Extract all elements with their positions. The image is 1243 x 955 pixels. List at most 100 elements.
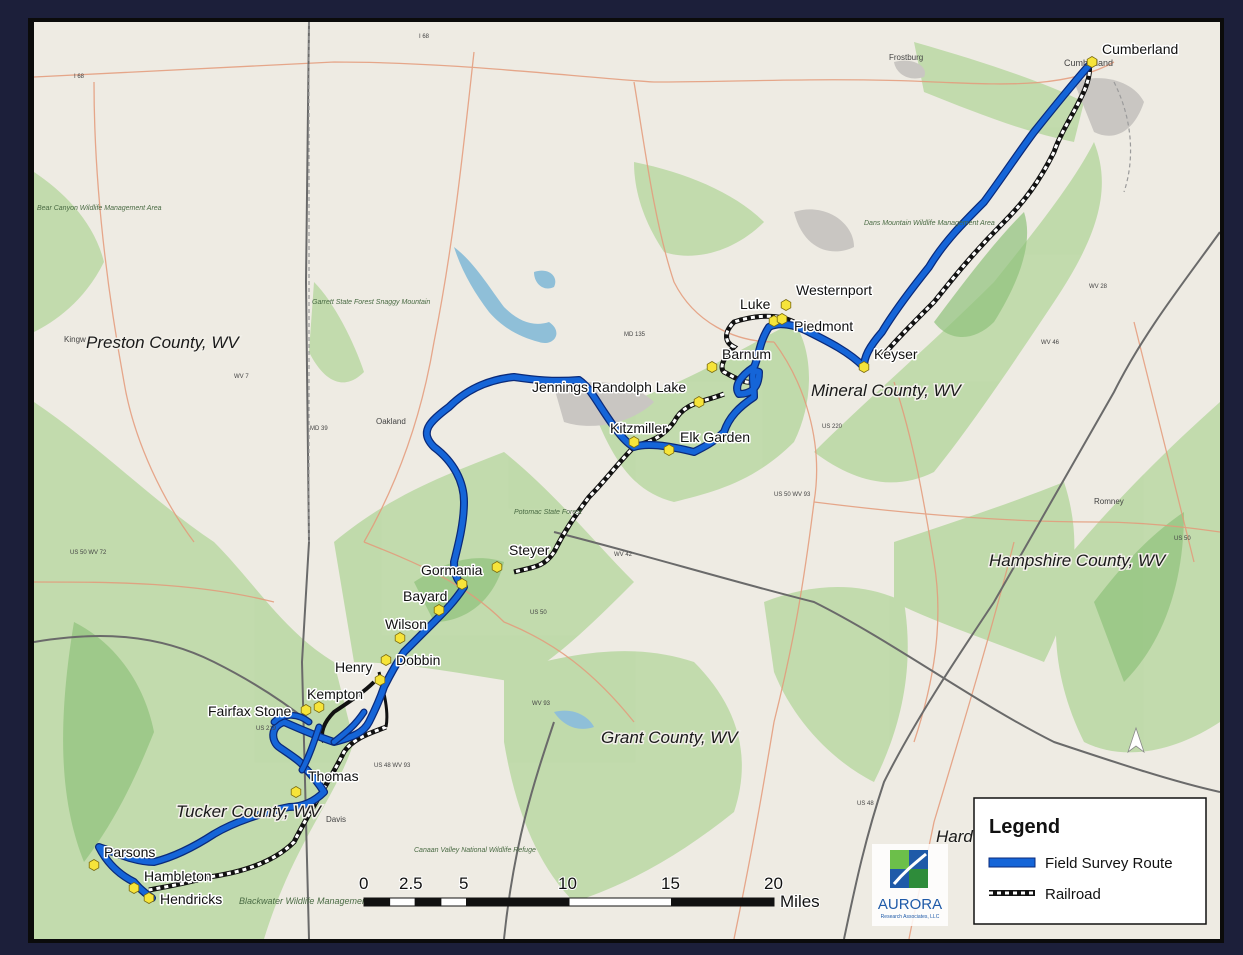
town-label-keyser[interactable]: Keyser [873,345,920,364]
label-us50-a: US 50 [530,610,547,616]
town-label-steyer[interactable]: Steyer [508,541,552,560]
town-label-piedmont[interactable]: Piedmont [793,317,855,336]
label-bear-canyon: Bear Canyon Wildlife Management Area [37,205,162,212]
label-us50-b: US 50 [1174,536,1191,542]
town-point-dobbin[interactable] [380,654,392,666]
town-point-thomas[interactable] [290,786,302,798]
scale-bar: 0 2.5 5 10 15 20 Miles [358,873,821,912]
label-us219: US 219 [256,726,277,732]
legend-route-swatch [988,857,1036,868]
label-canaan: Canaan Valley National Wildlife Refuge [414,847,536,854]
town-label-fairfax-stone[interactable]: Fairfax Stone [207,702,293,721]
scale-tick-2-5: 2.5 [399,874,423,893]
county-labels: Preston County, WV Mineral County, WV Ha… [85,332,1169,848]
label-garrett: Garrett State Forest Snaggy Mountain [312,299,430,306]
scale-segment [466,897,570,907]
town-point-wilson[interactable] [394,632,406,644]
town-point-kempton[interactable] [313,701,325,713]
town-label-kempton[interactable]: Kempton [306,685,365,704]
water-bodies [454,247,594,729]
scale-unit: Miles [780,892,820,911]
legend-rail-label: Railroad [1045,886,1101,903]
town-label-dobbin[interactable]: Dobbin [395,651,442,670]
label-i68-a: I 68 [74,74,85,80]
legend-title: Legend [989,816,1060,838]
town-points [88,56,1098,904]
town-point-steyer[interactable] [491,561,503,573]
county-tucker: Tucker County, WV [176,802,323,821]
label-us50-wv72: US 50 WV 72 [70,550,107,556]
county-preston: Preston County, WV [86,333,240,352]
town-point-kitzmiller[interactable] [628,436,640,448]
town-label-hambleton[interactable]: Hambleton [143,867,214,886]
label-oakland: Oakland [376,417,406,426]
town-point-westernport[interactable] [780,299,792,311]
label-kingwood: Kingw [64,335,86,344]
county-grant: Grant County, WV [601,728,739,747]
label-us50-wv93: US 50 WV 93 [774,492,811,498]
town-label-elk-garden[interactable]: Elk Garden [679,428,752,447]
town-point-fairfax-stone[interactable] [300,704,312,716]
label-us220: US 220 [822,424,843,430]
county-mineral: Mineral County, WV [811,381,963,400]
label-dans-mountain: Dans Mountain Wildlife Management Area [864,220,995,227]
roads [34,51,1220,939]
label-wv42: WV 42 [614,552,633,558]
county-hampshire: Hampshire County, WV [989,551,1167,570]
town-label-wilson[interactable]: Wilson [384,615,429,634]
scale-segment [389,897,416,907]
town-label-westernport[interactable]: Westernport [795,281,874,300]
town-label-parsons[interactable]: Parsons [103,843,157,862]
town-point-jennings-randolph-lake[interactable] [693,396,705,408]
town-point-hendricks[interactable] [143,892,155,904]
label-us48: US 48 [857,801,874,807]
field-survey-route [95,58,1096,902]
aurora-logo-name: AURORA [878,896,942,913]
map-canvas[interactable]: Frostburg Oakland Romney Davis Kingw I 6… [34,22,1220,939]
town-label-henry[interactable]: Henry [334,658,374,677]
label-wv46: WV 46 [1041,340,1060,346]
label-blackwater: Blackwater Wildlife Management Area [239,896,391,906]
scale-tick-10: 10 [558,874,577,893]
town-label-cumberland[interactable]: Cumberland [1101,40,1180,59]
scale-segment [363,897,391,907]
label-frostburg: Frostburg [889,53,923,62]
town-point-henry[interactable] [374,674,386,686]
town-label-kitzmiller[interactable]: Kitzmiller [609,419,669,438]
aurora-logo-tagline: Research Associates, LLC [881,914,940,920]
town-label-thomas[interactable]: Thomas [307,767,361,786]
town-point-parsons[interactable] [88,859,100,871]
town-label-gormania[interactable]: Gormania [420,561,485,580]
label-i68-b: I 68 [419,34,430,40]
town-point-hambleton[interactable] [128,882,140,894]
scale-tick-5: 5 [459,874,468,893]
label-wv28: WV 28 [1089,284,1108,290]
urban-areas [554,60,1144,426]
town-point-cumberland[interactable] [1086,56,1098,68]
town-label-jennings-randolph-lake[interactable]: Jennings Randolph Lake [531,378,688,397]
county-hardy-partial: Hard [936,827,973,846]
town-label-hendricks[interactable]: Hendricks [159,890,224,909]
label-md135: MD 135 [624,332,646,338]
scale-segment [671,897,775,907]
town-point-elk-garden[interactable] [663,444,675,456]
scale-tick-15: 15 [661,874,680,893]
town-point-keyser[interactable] [858,361,870,373]
north-arrow-icon [1127,726,1145,754]
town-label-luke[interactable]: Luke [739,295,773,314]
town-point-bayard[interactable] [433,604,445,616]
town-point-gormania[interactable] [456,578,468,590]
label-wv93: WV 93 [532,701,551,707]
aurora-logo-icon [890,850,928,888]
town-point-barnum[interactable] [706,361,718,373]
label-us48-wv93: US 48 WV 93 [374,763,411,769]
scale-tick-20: 20 [764,874,783,893]
legend: Legend Field Survey Route Railroad [973,797,1207,925]
scale-segment [440,897,467,907]
scale-segment [568,897,672,907]
town-label-bayard[interactable]: Bayard [402,587,449,606]
label-davis: Davis [326,815,346,824]
state-boundary [308,22,1132,542]
town-label-barnum[interactable]: Barnum [721,345,773,364]
town-point-piedmont[interactable] [776,313,788,325]
